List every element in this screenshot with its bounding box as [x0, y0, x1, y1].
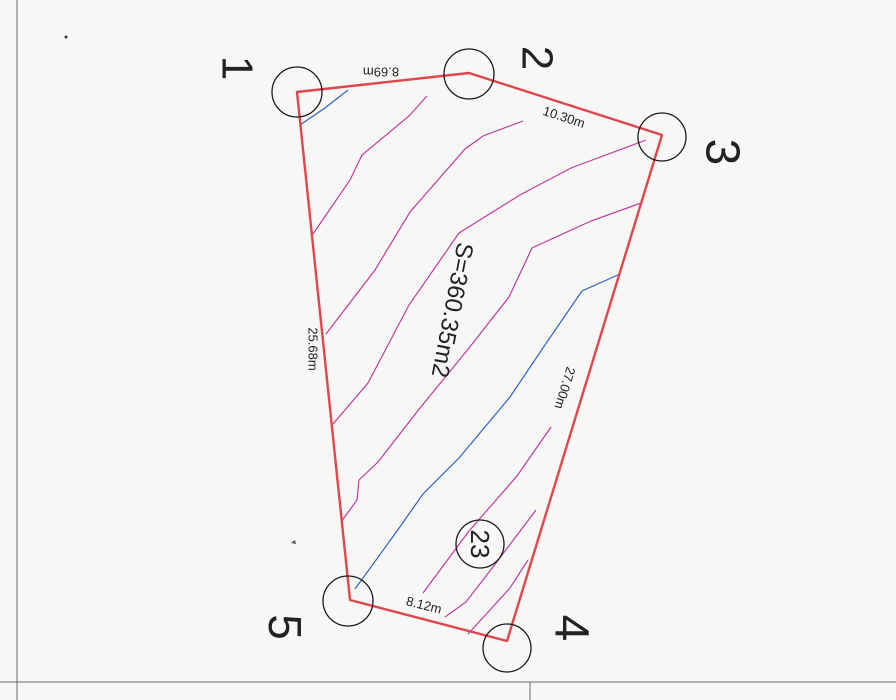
vertex-circle-2 [443, 48, 495, 100]
vertex-label-1: 1 [213, 56, 262, 80]
vertex-label-2: 2 [513, 46, 562, 70]
edge-length-5-1: 25.68m [306, 327, 321, 370]
contour-line [467, 559, 529, 635]
contour-line [444, 509, 537, 618]
vertex-label-3: 3 [696, 139, 749, 166]
contour-line [312, 95, 428, 235]
vertex-label-5: 5 [259, 614, 311, 640]
speck-dot [64, 35, 68, 39]
edge-length-1-2: 8.69m [363, 65, 399, 80]
plot-boundary [295, 71, 664, 643]
contour-lines [312, 95, 647, 635]
contour-line-blue [299, 89, 349, 126]
vertex-circle-3 [637, 112, 687, 162]
contour-line [325, 120, 524, 335]
marker-circle-23 [455, 519, 505, 569]
vertex-label-4: 4 [545, 615, 598, 642]
vertex-circle-5 [322, 575, 374, 627]
contour-lines-blue [299, 89, 621, 590]
contour-line-blue [354, 273, 621, 590]
contour-line [422, 426, 552, 594]
speck-mark [291, 540, 296, 544]
vertex-circle-1 [271, 66, 323, 118]
vertex-circle-4 [482, 623, 532, 673]
contour-line [332, 139, 647, 425]
contour-line [340, 202, 642, 523]
marker-label-23: 23 [465, 530, 495, 559]
